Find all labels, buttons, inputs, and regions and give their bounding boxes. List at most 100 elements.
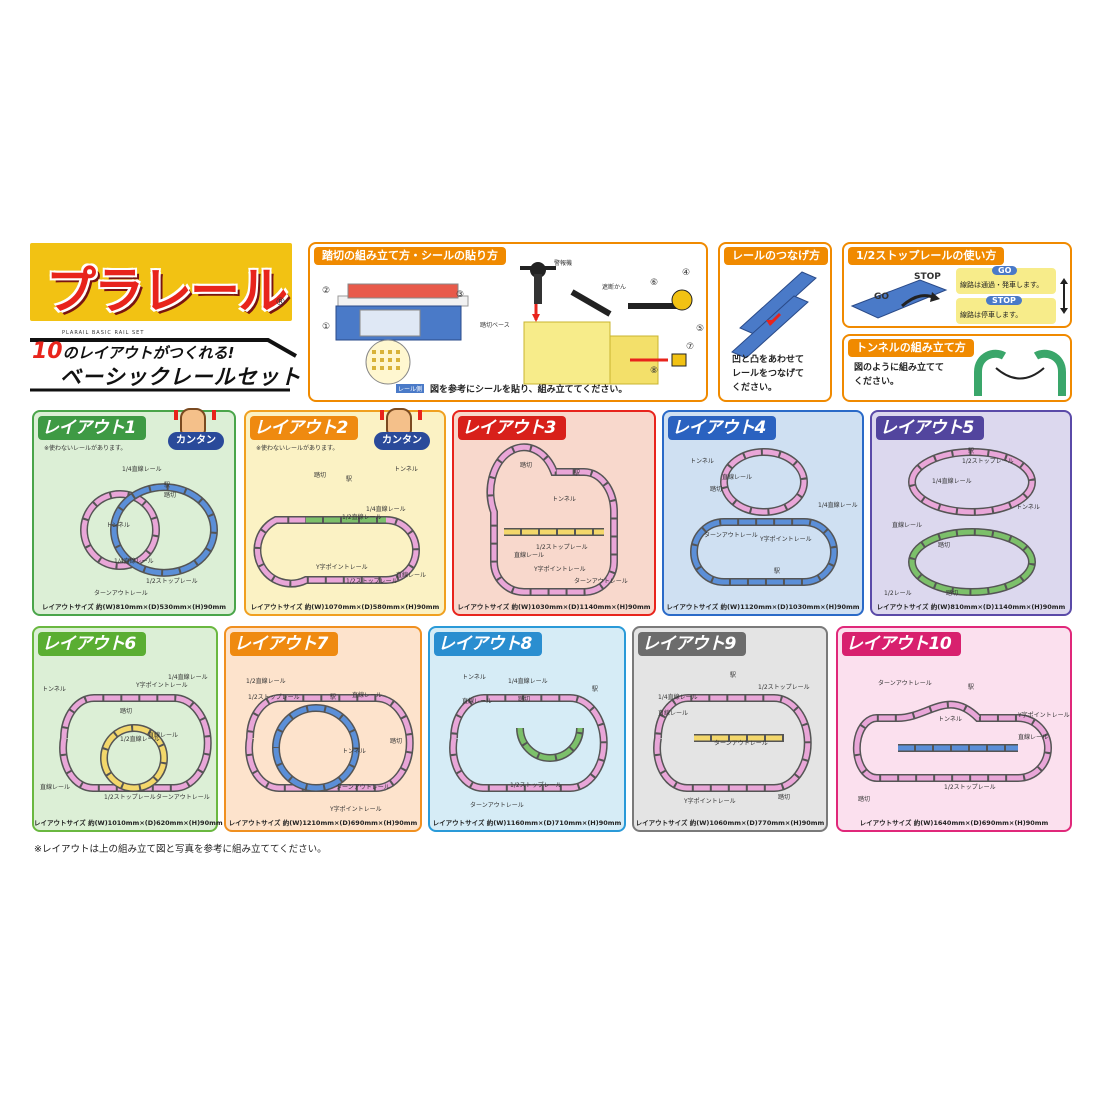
number-7: ⑦ — [686, 342, 695, 352]
layout-title: レイアウト7 — [234, 634, 328, 654]
rail-label: ターンアウトレール — [878, 680, 932, 687]
go-text: 線路は通過・発車します。 — [960, 281, 1044, 289]
registered-mark: ® — [275, 295, 286, 308]
layout-size: レイアウトサイズ 約(W)1210mm×(D)690mm×(H)90mm — [228, 819, 418, 827]
connect-caption-3: ください。 — [732, 383, 778, 393]
rail-track — [111, 484, 217, 576]
rail-label: トンネル — [394, 466, 418, 473]
rail-label: 1/2直線レール — [246, 678, 286, 685]
layout-title-tab: レイアウト5 — [876, 416, 984, 440]
rail-label: 1/4直線レール — [168, 674, 208, 681]
rail-label: 1/2ストップレール — [346, 578, 398, 585]
rail-label: 踏切 — [520, 462, 533, 469]
rail-track — [854, 702, 1051, 781]
rail-label: ターンアウトレール — [704, 532, 758, 539]
layout-title: レイアウト5 — [880, 418, 974, 438]
layout-title: レイアウト8 — [438, 634, 532, 654]
set-tagline: 10のレイアウトがつくれる! — [32, 339, 234, 364]
signal-label: 警報機 — [554, 260, 573, 267]
rail-label: 1/2ストップレール — [962, 458, 1014, 465]
layout-title-tab: レイアウト1 — [38, 416, 146, 440]
layout-title-tab: レイアウト2 — [250, 416, 358, 440]
tunnel-panel: トンネルの組み立て方 図のように組み立てて ください。 — [842, 334, 1072, 402]
rail-label: 直線レール — [892, 522, 923, 529]
go-arrow-label: GO — [874, 292, 890, 302]
rail-label: 直線レール — [658, 710, 689, 717]
stop-text: 線路は停車します。 — [960, 311, 1023, 319]
rail-label: Y字ポイントレール — [330, 806, 382, 813]
rail-label: 踏切 — [314, 472, 327, 479]
layout-note: ※使わないレールがあります。 — [44, 445, 127, 452]
rail-label: 1/2ストップレール — [248, 694, 300, 701]
easy-badge: カンタン — [374, 408, 430, 454]
rail-label: ターンアウトレール — [574, 578, 628, 585]
stop-rail-panel: 1/2ストップレールの使い方 STOP GO GO 線路は通過・発車します。 S… — [842, 242, 1072, 328]
rail-label: 直線レール — [396, 572, 427, 579]
rail-connect-illustration — [731, 271, 817, 358]
rail-label: 直線レール — [40, 784, 71, 791]
burst-mark — [212, 410, 216, 420]
stop-arrow-label: STOP — [914, 272, 941, 282]
barrier-label: 遮断かん — [602, 284, 627, 291]
layout-title: レイアウト9 — [642, 634, 736, 654]
stop-badge: STOP — [986, 296, 1022, 305]
go-row: GO 線路は通過・発車します。 — [956, 266, 1056, 294]
rail-label: 1/2ストップレール — [510, 782, 562, 789]
layout-title-tab: レイアウト8 — [434, 632, 542, 656]
number-8: ⑧ — [650, 366, 659, 376]
rail-track — [101, 725, 167, 791]
layout-title: レイアウト4 — [672, 418, 766, 438]
rail-label: 1/4直線レール — [508, 678, 548, 685]
number-1: ① — [322, 322, 331, 332]
layout-count: 10 — [32, 339, 63, 364]
rail-track — [60, 695, 211, 791]
number-5: ⑤ — [696, 324, 705, 334]
layout-title-tab: レイアウト10 — [842, 632, 962, 656]
rail-label: Y字ポイントレール — [684, 798, 736, 805]
rail-label: 踏切 — [938, 542, 951, 549]
rail-track — [246, 695, 413, 791]
rail-label: トンネル — [106, 522, 130, 529]
layout-size: レイアウトサイズ 約(W)1060mm×(D)770mm×(H)90mm — [635, 819, 825, 827]
burst-mark — [418, 410, 422, 420]
rail-label: 駅 — [968, 684, 975, 691]
rail-label: 1/4直線レール — [932, 478, 972, 485]
rail-label: 1/2ストップレール — [944, 784, 996, 791]
rail-label: 踏切 — [710, 486, 723, 493]
footer-note: ※レイアウトは上の組み立て図と写真を参考に組み立ててください。 — [34, 844, 327, 855]
rail-label: Y字ポイントレール — [1018, 712, 1070, 719]
layout-track-diagram — [653, 694, 812, 792]
rail-label: 踏切 — [778, 794, 791, 801]
rail-label: 1/4直線レール — [658, 694, 698, 701]
connect-panel-title: レールのつなげ方 — [724, 247, 828, 265]
go-badge: GO — [992, 266, 1018, 275]
rail-label: 1/2ストップレール — [146, 578, 198, 585]
layout-track-diagram — [59, 694, 212, 792]
rail-track — [909, 529, 1035, 595]
rail-label: 1/2直線レール — [342, 514, 382, 521]
connect-caption-2: レールをつなげて — [732, 369, 805, 379]
rail-label: 駅 — [774, 568, 781, 575]
rail-label: ターンアウトレール — [156, 794, 210, 801]
tagline-text: のレイアウトがつくれる! — [62, 344, 235, 362]
rail-label: 1/4直線レール — [114, 558, 154, 565]
rail-label: 1/4直線レール — [818, 502, 858, 509]
tunnel-caption-1: 図のように組み立てて — [854, 363, 945, 373]
stop-panel-title: 1/2ストップレールの使い方 — [848, 247, 1005, 265]
crossing-panel-title: 踏切の組み立て方・シールの貼り方 — [314, 247, 506, 265]
crossing-illustration — [335, 262, 693, 385]
layout-track-diagram — [690, 448, 838, 586]
rail-track — [450, 695, 607, 791]
rail-label: 1/4直線レール — [122, 466, 162, 473]
connect-caption-1: 凹と凸をあわせて — [732, 355, 805, 365]
layout-title: レイアウト3 — [462, 418, 556, 438]
rail-label: 踏切 — [120, 708, 133, 715]
rail-label: 駅 — [968, 448, 975, 455]
layout-size: レイアウトサイズ 約(W)1120mm×(D)1030mm×(H)90mm — [666, 603, 860, 611]
